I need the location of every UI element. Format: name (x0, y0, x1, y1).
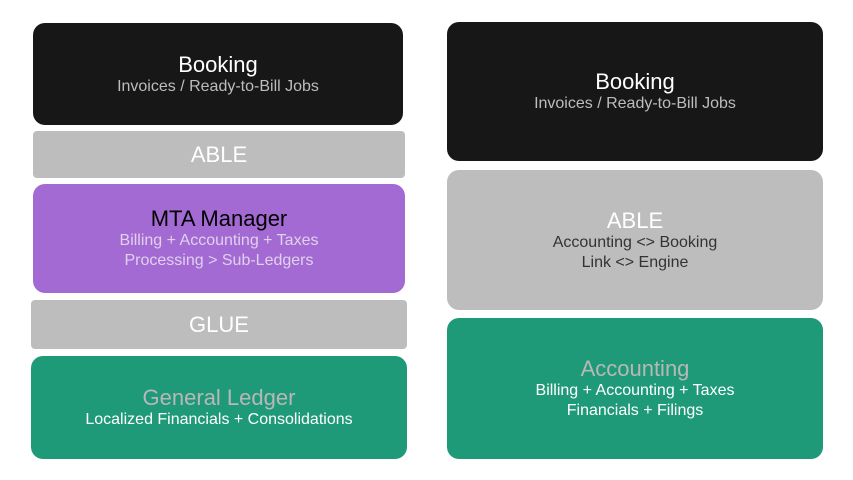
block-subtitle: Billing + Accounting + Taxes (535, 382, 735, 399)
block-subtitle: Link <> Engine (581, 253, 689, 271)
block-title: Booking (178, 51, 258, 77)
right-booking-block: Booking Invoices / Ready-to-Bill Jobs (447, 22, 823, 161)
right-able-block: ABLE Accounting <> Booking Link <> Engin… (447, 170, 823, 310)
block-subtitle: Billing + Accounting + Taxes (119, 232, 319, 249)
right-accounting-block: Accounting Billing + Accounting + Taxes … (447, 318, 823, 459)
block-subtitle: Invoices / Ready-to-Bill Jobs (117, 77, 319, 95)
block-subtitle: Localized Financials + Consolidations (85, 411, 353, 428)
block-title: ABLE (606, 207, 664, 233)
left-glue-block: GLUE (31, 300, 407, 349)
left-general-ledger-block: General Ledger Localized Financials + Co… (31, 356, 407, 459)
block-title: General Ledger (142, 385, 296, 410)
block-title: Booking (595, 69, 675, 94)
left-mta-manager-block: MTA Manager Billing + Accounting + Taxes… (33, 184, 405, 293)
left-able-block: ABLE (33, 131, 405, 178)
block-subtitle: Processing > Sub-Ledgers (124, 252, 314, 269)
block-subtitle: Invoices / Ready-to-Bill Jobs (534, 95, 736, 112)
left-booking-block: Booking Invoices / Ready-to-Bill Jobs (33, 23, 403, 125)
block-title: ABLE (190, 142, 248, 167)
block-title: GLUE (189, 312, 249, 337)
block-subtitle: Accounting <> Booking (552, 233, 718, 251)
block-title: Accounting (580, 356, 690, 381)
block-subtitle: Financials + Filings (566, 402, 704, 419)
block-title: MTA Manager (150, 206, 288, 231)
